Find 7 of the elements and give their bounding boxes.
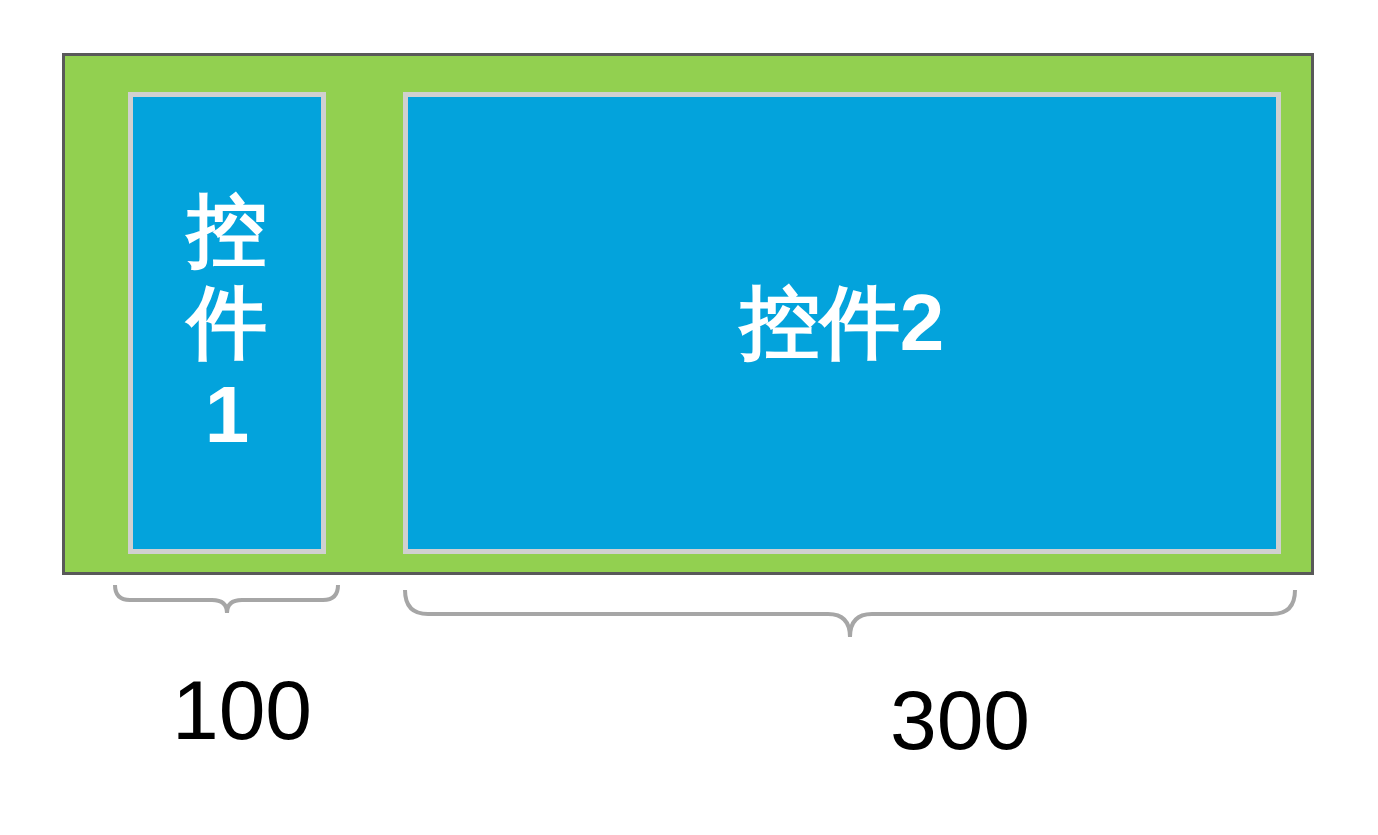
control-box bbox=[403, 92, 1281, 554]
panel bbox=[62, 53, 1314, 575]
control-label: 控件2 bbox=[739, 277, 945, 369]
control-box bbox=[128, 92, 326, 554]
control-label: 控件1 bbox=[184, 185, 268, 461]
dimension-label: 100 bbox=[170, 665, 314, 755]
dimension-label: 300 bbox=[888, 675, 1032, 765]
